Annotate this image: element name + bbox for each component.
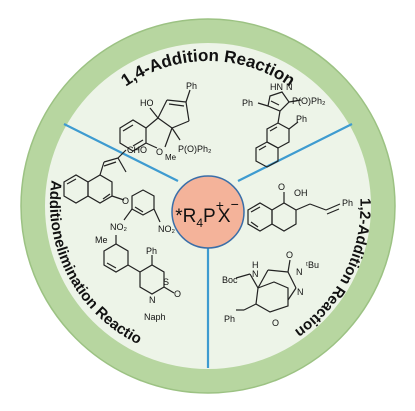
catalyst-plus: + [216, 197, 224, 213]
catalyst-formula: *R4P+X− [175, 196, 239, 230]
m4-me: Me [95, 235, 108, 245]
m2-n: N [286, 82, 293, 92]
m2-ph-left: Ph [242, 98, 253, 108]
m2-hn: HN [270, 82, 283, 92]
m1-o: O [156, 147, 163, 157]
m4-o: O [174, 289, 181, 299]
m3-o: O [122, 196, 129, 206]
m4-s: S [163, 277, 169, 287]
m6-o-top: O [286, 250, 293, 260]
m1-me: Me [165, 153, 177, 162]
m6-o-bottom: O [272, 318, 279, 328]
m3-no2-b: NO₂ [158, 224, 176, 234]
m3-cho: CHO [127, 145, 147, 155]
m5-ph: Ph [342, 198, 353, 208]
molecule-pyrazole-naphthyl: HN N Ph P(O)Ph₂ Ph [242, 82, 326, 168]
catalyst-subscript: 4 [196, 216, 203, 230]
divider-right [237, 123, 353, 182]
m6-n: N [296, 267, 303, 277]
outer-ring-edge [20, 18, 396, 394]
molecule-naphthyl-ether: CHO O NO₂ NO₂ [63, 145, 176, 234]
m6-boc: Boc [222, 275, 238, 285]
m6-n2: N [297, 287, 304, 297]
m6-ph: Ph [224, 314, 235, 324]
catalyst-circle [171, 175, 245, 249]
m6-tbu: ᵗBu [306, 260, 319, 270]
m6-h: H [252, 260, 259, 270]
m2-po: P(O)Ph₂ [292, 96, 326, 106]
molecule-benzofuran-phosphine: Ph HO O Me P(O)Ph₂ [119, 81, 212, 162]
m4-naph: Naph [144, 312, 166, 322]
molecule-spiro-pyrazolone: H N Boc O N ᵗBu N Ph O [222, 250, 319, 328]
divider-left [63, 123, 179, 182]
molecule-tetralone: O OH Ph [247, 182, 353, 232]
catalyst-anion: X [218, 206, 231, 227]
m1-ph: Ph [186, 81, 197, 91]
catalyst-minus: − [231, 196, 239, 212]
m1-po: P(O)Ph₂ [178, 144, 212, 154]
catalyst-prefix: *R [175, 206, 196, 227]
molecule-thiazine: Me Ph S O N Naph [95, 235, 181, 322]
m3-no2-a: NO₂ [110, 222, 128, 232]
m4-n: N [149, 295, 156, 305]
m5-oh: OH [294, 188, 308, 198]
m4-ph: Ph [146, 246, 157, 256]
catalyst-element: P [203, 206, 216, 227]
m1-ho: HO [140, 98, 154, 108]
m2-ph-right: Ph [296, 114, 307, 124]
m6-n-amide: N [252, 269, 259, 279]
m5-o: O [278, 182, 285, 192]
